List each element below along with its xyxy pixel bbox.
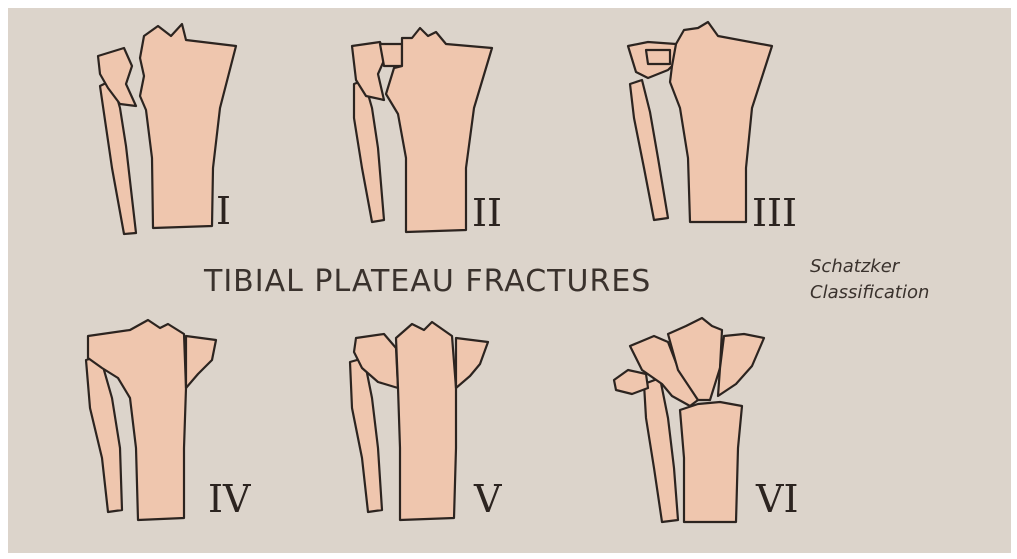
type-2-fibula [354,80,384,222]
diagram-subtitle: Schatzker Classification [810,254,929,306]
type-5-medial-fragment [456,338,488,388]
type-3-label: III [752,194,797,232]
subtitle-line-2: Classification [810,280,929,306]
type-4-label: IV [208,480,250,518]
type-3-depressed-piece [646,50,670,64]
type-2-illustration [352,28,492,232]
type-4-fibula [86,356,122,512]
type-6-label: VI [756,480,798,518]
type-6-shaft [680,402,742,522]
type-4-medial-fragment [186,336,216,388]
type-6-fibula [644,378,678,522]
type-5-tibia [396,322,456,520]
type-5-illustration [350,322,488,520]
type-6-medial-condyle [718,334,764,396]
diagram-canvas: I II III IV V VI TIBIAL PLATEAU FRACTURE… [8,8,1011,553]
type-2-label: II [472,194,502,232]
type-4-illustration [86,320,216,520]
subtitle-line-1: Schatzker [810,254,929,280]
type-6-illustration [614,318,764,522]
type-5-label: V [474,480,501,518]
diagram-title: TIBIAL PLATEAU FRACTURES [204,264,651,299]
type-6-fibular-head [614,370,648,394]
type-2-depression [380,44,402,66]
type-3-fibula [630,80,668,220]
type-1-label: I [216,192,231,230]
type-3-illustration [628,22,772,222]
